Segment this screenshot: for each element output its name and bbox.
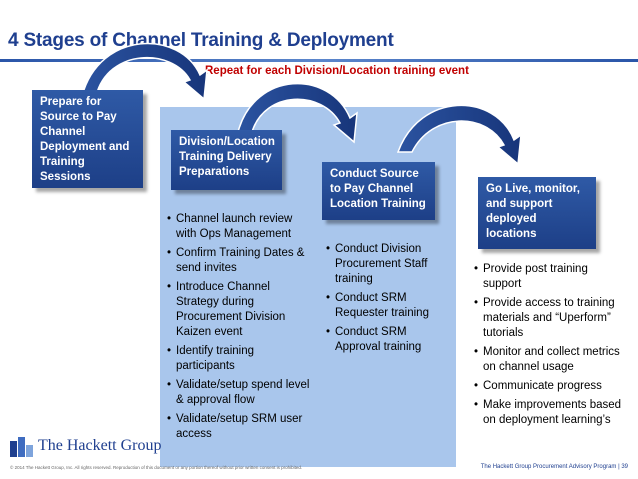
stage-4-label-line: Go Live, monitor,	[486, 183, 580, 195]
bullet-item: Make improvements based on deployment le…	[474, 398, 624, 428]
bullet-item: Communicate progress	[474, 379, 624, 394]
stage-1-label-line: Training	[40, 156, 85, 168]
stage-4-label-line: locations	[486, 228, 537, 240]
stage-1-box: Prepare for Source to Pay Channel Deploy…	[32, 90, 143, 188]
bullet-item: Identify training participants	[167, 344, 313, 374]
stage-3-label-line: Location Training	[330, 198, 426, 210]
curved-arrow-3	[396, 104, 522, 166]
bullet-item: Validate/setup SRM user access	[167, 412, 313, 442]
stage-1-label-line: Source to Pay	[40, 111, 117, 123]
stage-4-label-line: and support	[486, 198, 553, 210]
bullet-item: Monitor and collect metrics on channel u…	[474, 345, 624, 375]
stage-2-box: Division/Location Training Delivery Prep…	[171, 130, 282, 190]
bullet-item: Conduct SRM Approval training	[326, 325, 446, 355]
stage-3-label-line: Conduct Source	[330, 168, 419, 180]
bullet-item: Confirm Training Dates & send invites	[167, 246, 313, 276]
logo-mark-icon	[10, 437, 33, 457]
page-title: 4 Stages of Channel Training & Deploymen…	[8, 30, 394, 51]
stage-2-label-line: Division/Location	[179, 136, 275, 148]
bullet-item: Introduce Channel Strategy during Procur…	[167, 280, 313, 340]
bullet-item: Provide access to training materials and…	[474, 296, 624, 341]
stage-4-label-line: deployed	[486, 213, 537, 225]
stage-1-label-line: Channel	[40, 126, 86, 138]
stage-1-label-line: Deployment and	[40, 141, 130, 153]
bullet-item: Channel launch review with Ops Managemen…	[167, 212, 313, 242]
stage-4-box: Go Live, monitor, and support deployed l…	[478, 177, 596, 249]
curved-arrow-2	[237, 83, 358, 144]
stage-3-label-line: to Pay Channel	[330, 183, 414, 195]
copyright-notice: © 2014 The Hackett Group, Inc. All right…	[10, 465, 303, 470]
title-divider	[0, 59, 638, 62]
bullet-item: Validate/setup spend level & approval fl…	[167, 378, 313, 408]
footer-program-page: The Hackett Group Procurement Advisory P…	[480, 464, 628, 470]
curved-arrow-1	[81, 42, 208, 101]
stage-3-bullets: Conduct Division Procurement Staff train…	[326, 242, 446, 359]
stage-3-box: Conduct Source to Pay Channel Location T…	[322, 162, 435, 220]
stage-2-bullets: Channel launch review with Ops Managemen…	[167, 212, 313, 446]
stage-2-label-line: Training Delivery	[179, 151, 272, 163]
stage-4-bullets: Provide post training support Provide ac…	[474, 262, 624, 432]
logo-text: The Hackett Group	[38, 437, 162, 454]
repeat-note: Repeat for each Division/Location traini…	[205, 65, 469, 77]
stage-1-label-line: Sessions	[40, 171, 91, 183]
stage-2-label-line: Preparations	[179, 166, 250, 178]
bullet-item: Provide post training support	[474, 262, 624, 292]
bullet-item: Conduct SRM Requester training	[326, 291, 446, 321]
stage-1-label-line: Prepare for	[40, 96, 102, 108]
bullet-item: Conduct Division Procurement Staff train…	[326, 242, 446, 287]
